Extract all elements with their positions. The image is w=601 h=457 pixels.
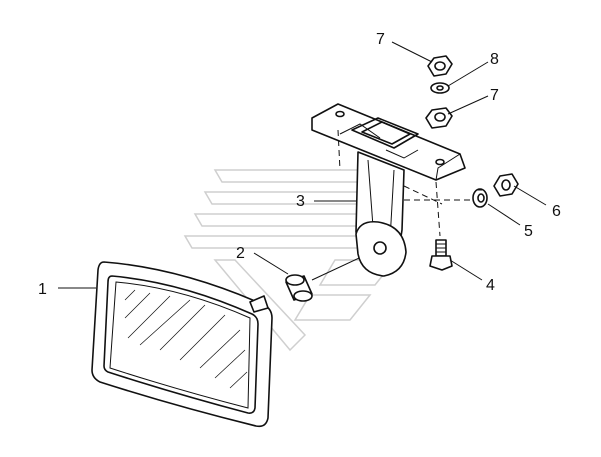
callout-3: 3 bbox=[296, 193, 305, 210]
nut-part-6 bbox=[493, 173, 519, 197]
bracket-part-3 bbox=[311, 103, 475, 277]
nut-part-7-lower bbox=[425, 107, 453, 129]
lock-washer-part-5 bbox=[472, 188, 488, 208]
callout-2: 2 bbox=[236, 245, 245, 262]
bolt-part-4 bbox=[429, 239, 453, 271]
nut-part-7-upper bbox=[427, 55, 453, 77]
callout-7-lower: 7 bbox=[490, 87, 499, 104]
bushing-part-2 bbox=[285, 251, 373, 302]
washer-part-8 bbox=[430, 82, 450, 94]
callout-8: 8 bbox=[490, 51, 499, 68]
callout-4: 4 bbox=[486, 277, 495, 294]
lamp-housing-part-1 bbox=[91, 261, 273, 428]
callout-1: 1 bbox=[38, 281, 47, 298]
leader-lines bbox=[58, 41, 547, 289]
callout-5: 5 bbox=[524, 223, 533, 240]
callout-7-upper: 7 bbox=[376, 31, 385, 48]
callout-6: 6 bbox=[552, 203, 561, 220]
